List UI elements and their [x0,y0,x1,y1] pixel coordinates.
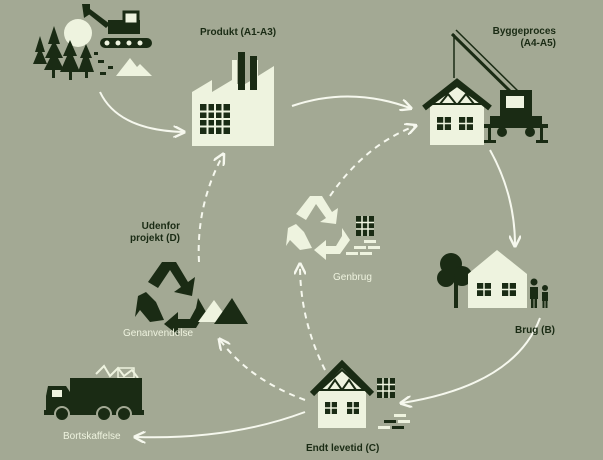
house-family-icon [437,250,548,308]
truck-icon [44,364,144,422]
arrow-build-to-use [489,149,515,245]
label-udenfor-line2: projekt (D) [130,233,180,244]
label-endt-levetid: Endt levetid (C) [306,443,380,454]
label-byggeproces-line2: (A4-A5) [520,38,556,49]
label-udenfor-line1: Udenfor [141,221,180,232]
label-genanvendelse: Genanvendelse [123,328,194,339]
arrow-genbrug-to-build [329,126,415,197]
roof-house-icon [309,359,410,429]
flow-arrows [99,91,541,437]
label-byggeproces: Byggeproces (A4-A5) [480,26,556,50]
arrow-raw-to-product [99,91,183,132]
recycle-icon [135,262,248,335]
label-produkt: Produkt (A1-A3) [200,27,277,38]
arrow-end-to-disposal [136,411,306,437]
arrow-use-to-end [402,317,541,403]
arrow-product-to-build [291,95,410,108]
recycle-icon [286,196,380,260]
arrow-outside-to-product [197,155,223,263]
factory-icon [192,52,274,146]
label-bortskaffelse: Bortskaffelse [63,431,121,442]
label-genbrug: Genbrug [333,272,372,283]
arrow-end-to-genanvendelse [220,340,306,401]
arrow-end-to-genbrug [300,265,326,371]
forest-excavator-icon [33,4,152,80]
label-brug: Brug (B) [515,325,555,336]
label-udenfor-projekt: Udenfor projekt (D) [108,221,180,245]
label-byggeproces-line1: Byggeproces [492,26,556,37]
crane-house-icon [422,29,548,145]
